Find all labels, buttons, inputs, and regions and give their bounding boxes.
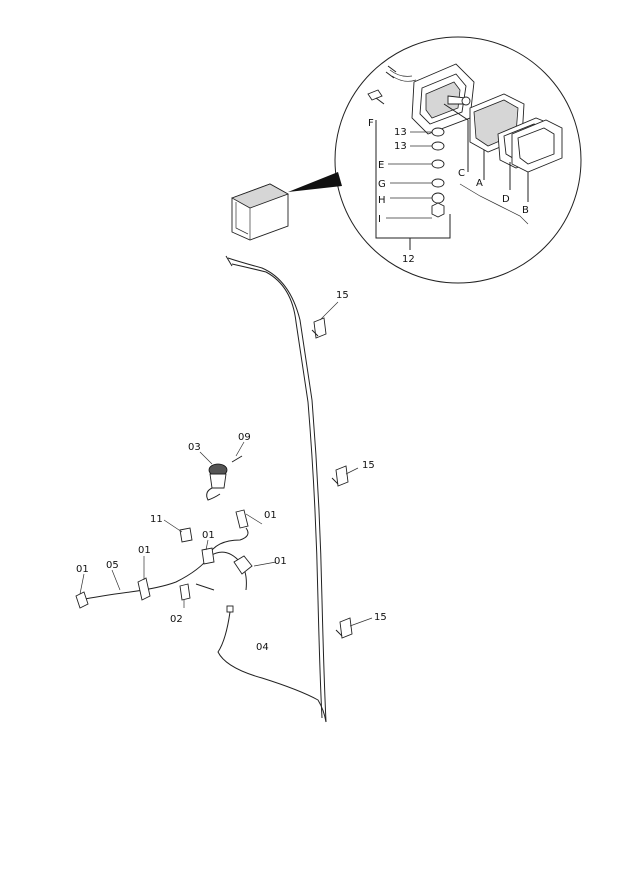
- label-13b: 13: [394, 141, 407, 152]
- label-01d: 01: [274, 556, 287, 567]
- label-01e: 01: [76, 564, 89, 575]
- label-h: H: [378, 195, 386, 206]
- pin-09: [231, 455, 243, 463]
- label-01c: 01: [138, 545, 151, 556]
- label-11: 11: [150, 514, 163, 525]
- label-02: 02: [170, 614, 183, 625]
- label-03: 03: [188, 442, 201, 453]
- detail-circle: [334, 36, 582, 284]
- sub-harness: [75, 509, 277, 609]
- label-15a: 15: [336, 290, 349, 301]
- label-04: 04: [256, 642, 269, 653]
- label-e: E: [378, 160, 384, 171]
- label-d: D: [502, 194, 510, 205]
- clip-15a: [311, 317, 327, 339]
- clip-15c: [335, 617, 353, 639]
- callout-labels: F 13 13 E G H I 12 C A D B 15 15 15 03 0…: [76, 118, 529, 653]
- label-01b: 01: [264, 510, 277, 521]
- clip-15b: [331, 465, 349, 487]
- label-15c: 15: [374, 612, 387, 623]
- lamp-exploded: [367, 63, 563, 250]
- socket-03: [199, 451, 228, 501]
- detail-callout: [288, 36, 582, 284]
- label-15b: 15: [362, 460, 375, 471]
- callout-pointer: [288, 172, 342, 192]
- label-b: B: [522, 205, 529, 216]
- label-c: C: [458, 168, 465, 179]
- label-g: G: [378, 179, 386, 190]
- label-09: 09: [238, 432, 251, 443]
- label-01a: 01: [202, 530, 215, 541]
- label-i: I: [378, 214, 381, 225]
- label-f: F: [368, 118, 374, 129]
- wire-harness: [217, 255, 327, 723]
- label-13a: 13: [394, 127, 407, 138]
- label-a: A: [476, 178, 483, 189]
- label-12: 12: [402, 254, 415, 265]
- work-lamp: [231, 183, 289, 241]
- label-05: 05: [106, 560, 119, 571]
